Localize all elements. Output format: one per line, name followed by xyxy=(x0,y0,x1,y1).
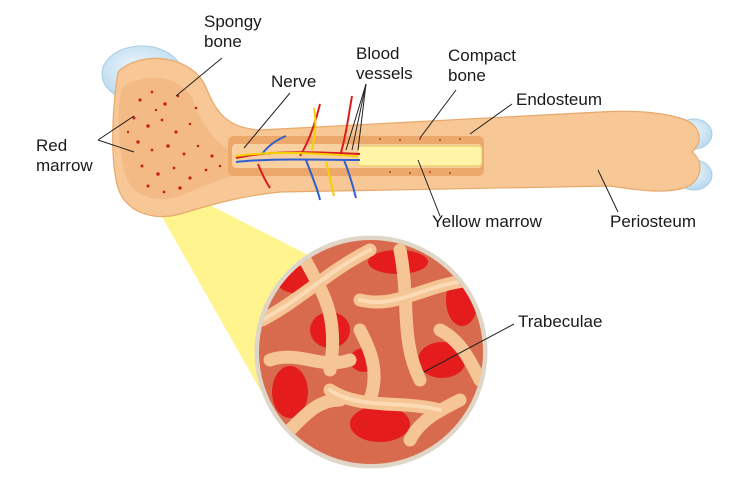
blood-vessels xyxy=(235,95,361,201)
label-blood-vessels: Blood vessels xyxy=(356,44,413,83)
label-red-marrow: Red marrow xyxy=(36,136,93,175)
nerve-fibers xyxy=(235,107,359,197)
label-periosteum: Periosteum xyxy=(610,212,696,231)
trabeculae-magnified xyxy=(259,240,483,464)
label-nerve: Nerve xyxy=(271,72,317,91)
label-yellow-marrow: Yellow marrow xyxy=(432,212,542,231)
red-marrow-dots xyxy=(126,90,222,194)
label-spongy-bone: Spongy bone xyxy=(204,12,262,51)
leader-lines xyxy=(97,57,619,373)
yellow-marrow-region xyxy=(357,145,483,167)
label-compact-bone: Compact bone xyxy=(448,46,517,85)
compact-bone-dots xyxy=(379,138,461,174)
label-trabeculae: Trabeculae xyxy=(518,312,603,331)
label-endosteum: Endosteum xyxy=(516,90,602,109)
